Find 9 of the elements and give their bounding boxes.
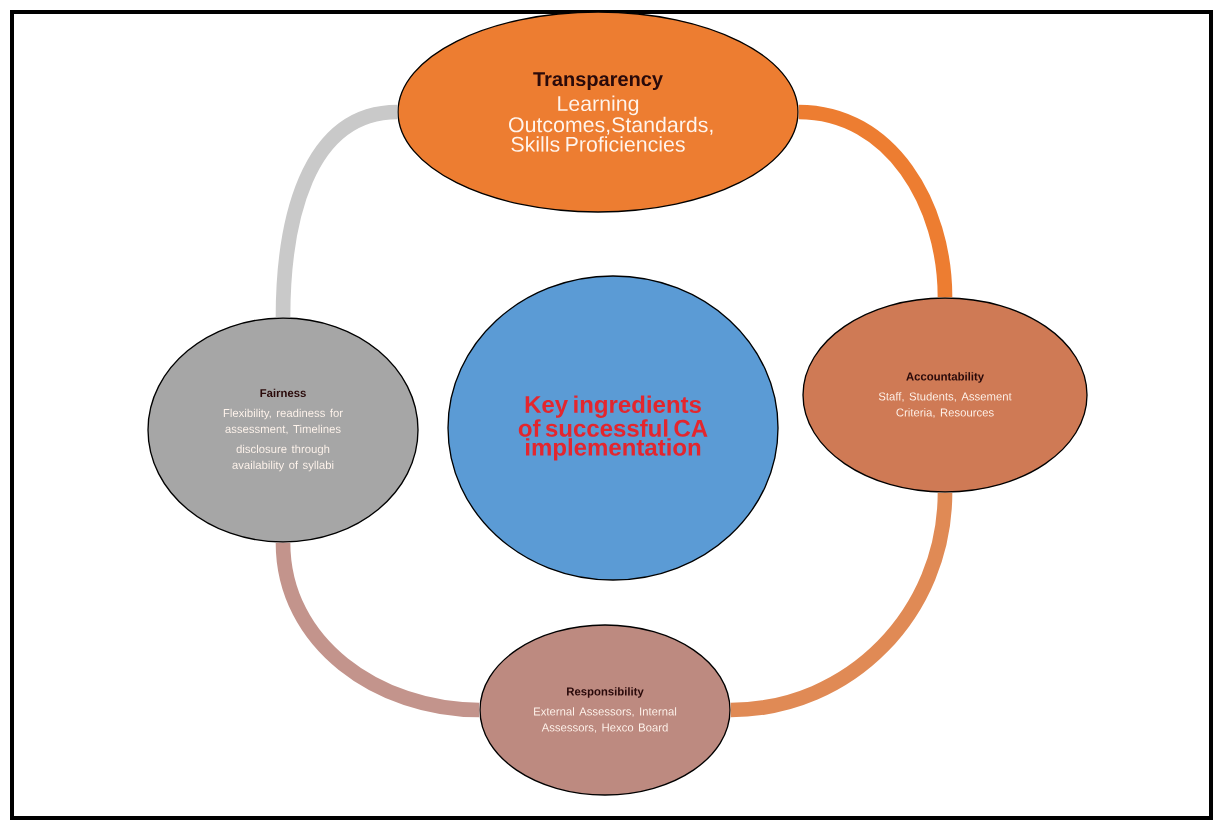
ring-band: [275, 104, 399, 318]
ellipse-node: Transparency Learning Outcomes,Standards, Skills Proficiencies: [397, 11, 799, 213]
ellipse-node: Accountability Staff, Students, Assement Criteria, Resources: [802, 297, 1088, 493]
circle-node: Key ingredients of successful CA implementation: [447, 275, 779, 581]
ring-band: [730, 492, 953, 718]
ellipse-node: Responsibility External Assessors, Internal Assessors, Hexco Board: [479, 624, 731, 796]
ring-band: [798, 104, 953, 298]
ellipse-node: Fairness Flexibility, readiness for assessment, Timelines disclosure through availability of syllabi: [147, 317, 419, 543]
ring-band: [275, 542, 480, 718]
